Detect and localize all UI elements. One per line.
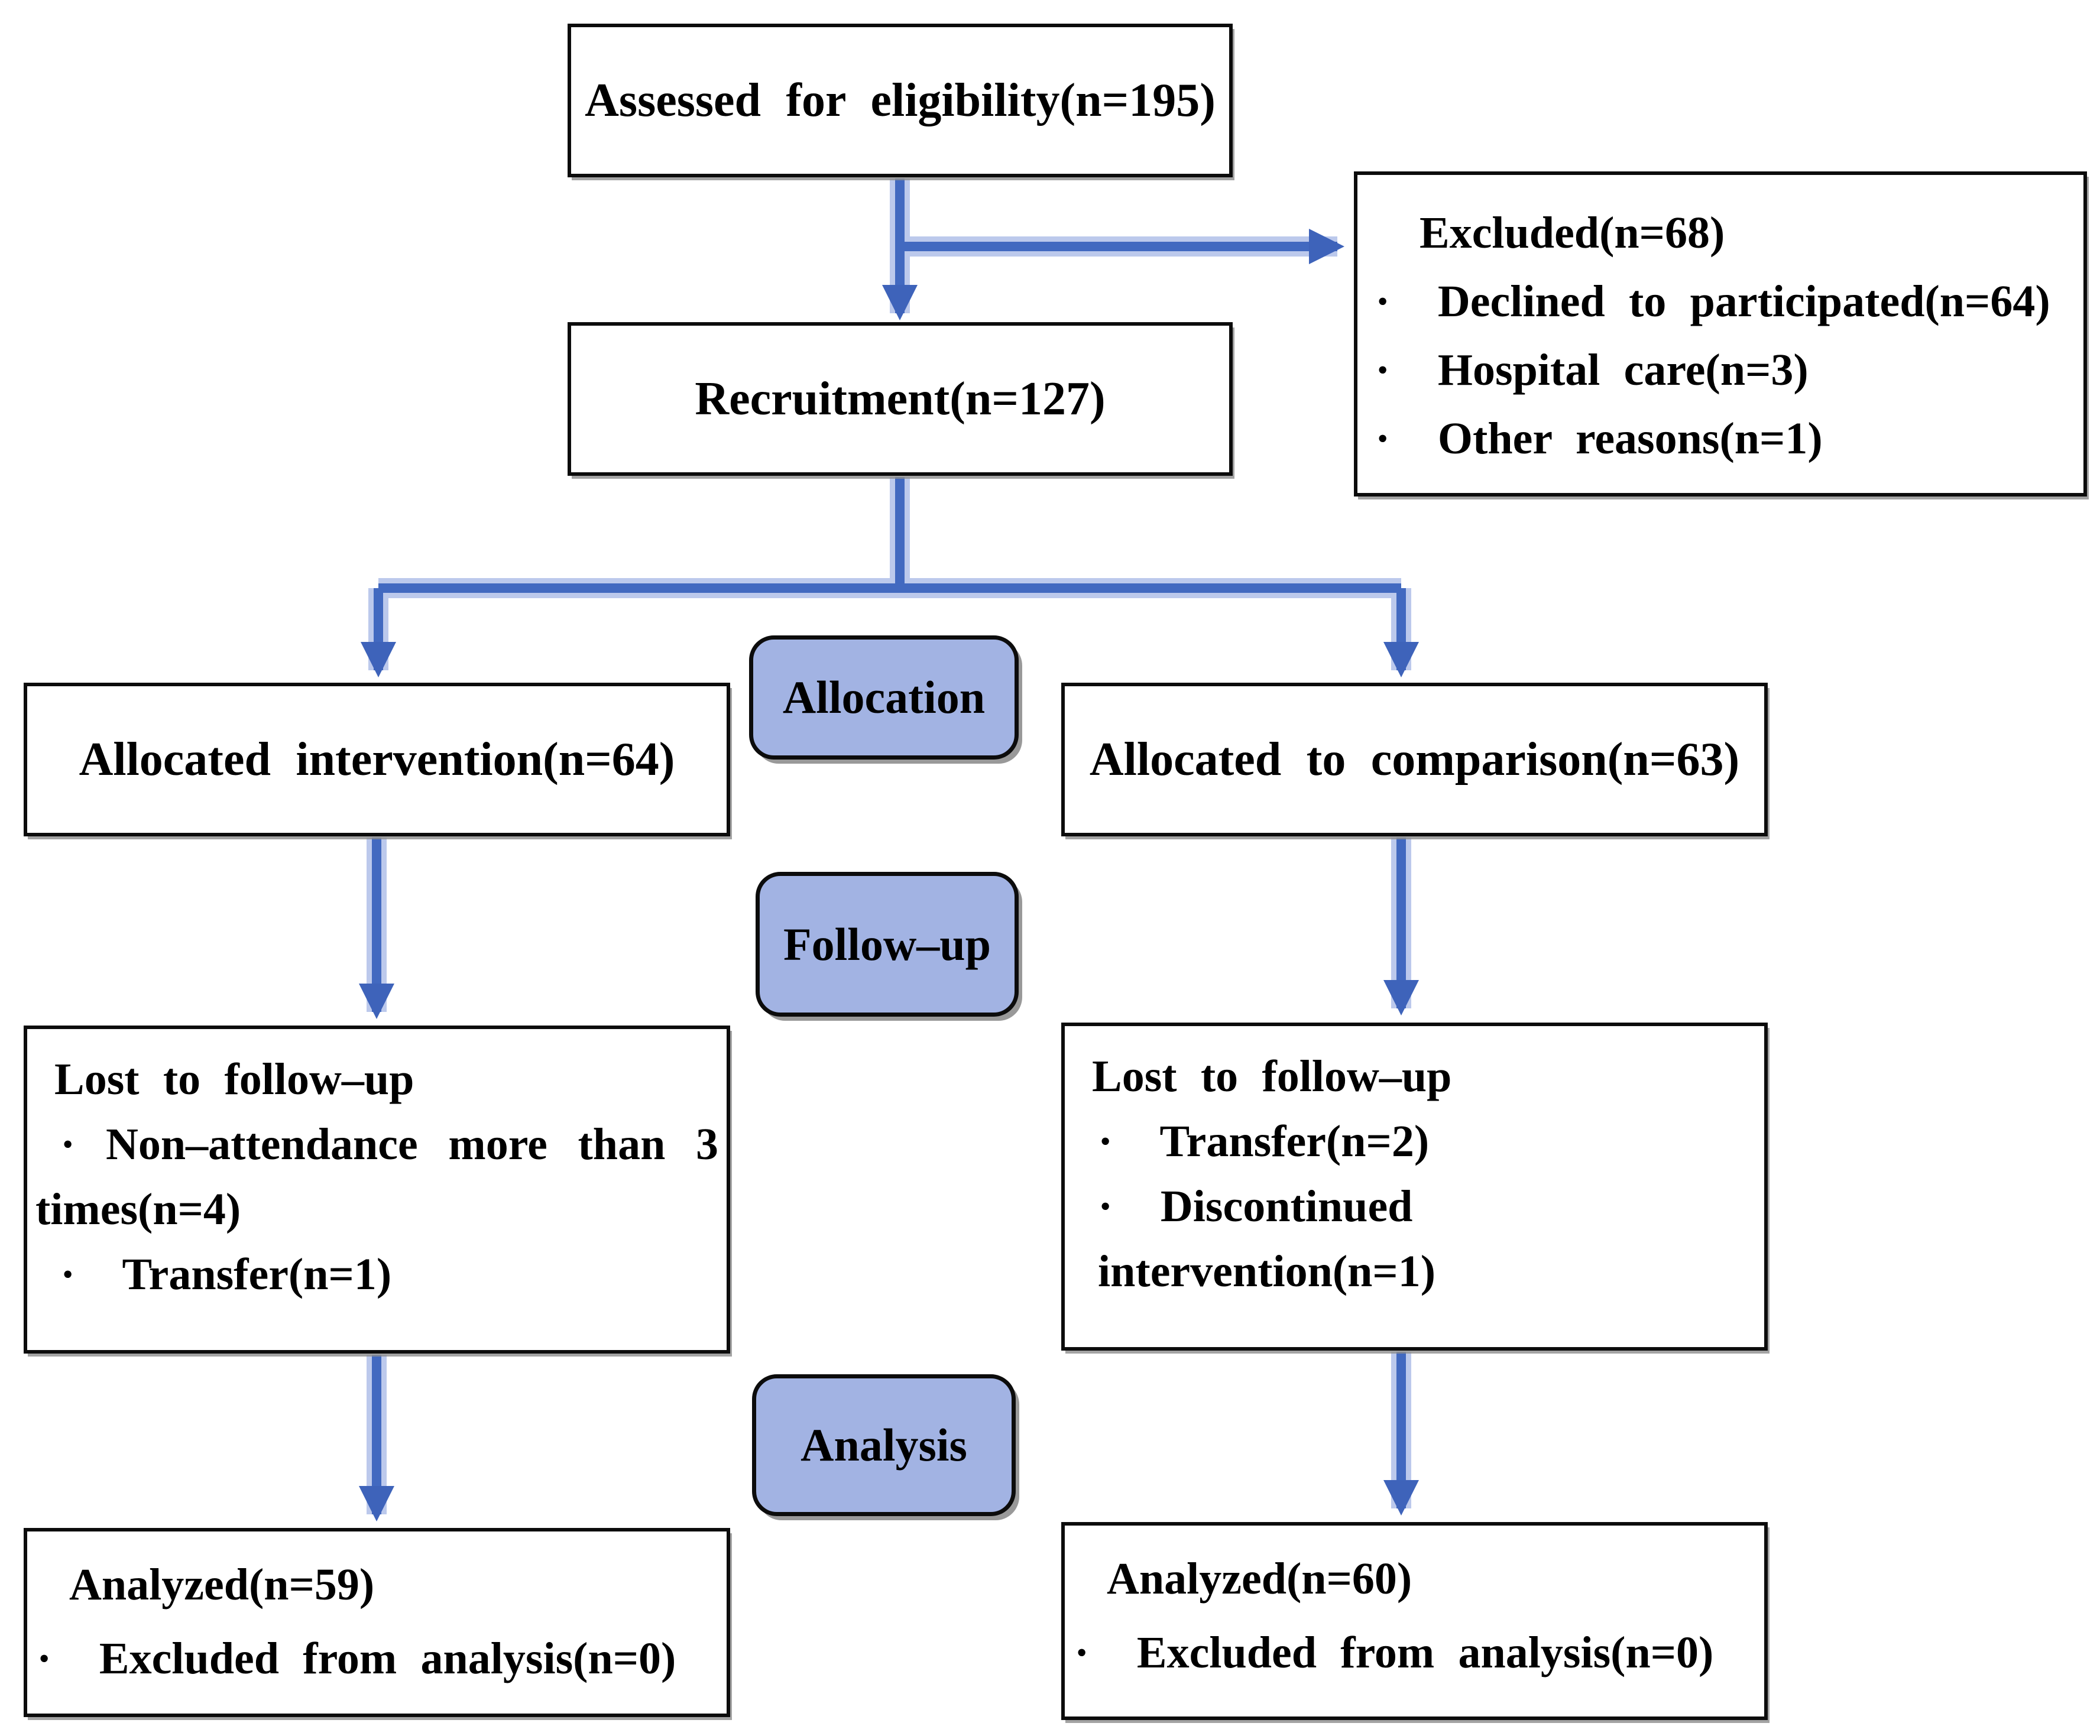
box-assessed-for-eligibility: Assessed for eligibility(n=195) [568, 24, 1233, 177]
lost-left-title: Lost to follow–up [54, 1054, 414, 1104]
excluded-item: · Declined to participated(n=64) [1375, 277, 2050, 326]
allocation-label: Allocation [782, 671, 986, 723]
follow-up-label: Follow–up [783, 918, 991, 970]
analyzed-right-item: · Excluded from analysis(n=0) [1074, 1628, 1714, 1677]
box-allocated-intervention: Allocated intervention(n=64) [24, 683, 730, 836]
badge-analysis: Analysis [752, 1374, 1016, 1516]
analyzed-right-title: Analyzed(n=60) [1107, 1554, 1412, 1604]
badge-follow-up: Follow–up [756, 872, 1019, 1017]
analyzed-left-item: · Excluded from analysis(n=0) [37, 1634, 676, 1683]
lost-right-title: Lost to follow–up [1092, 1052, 1452, 1101]
excluded-title: Excluded(n=68) [1420, 208, 1725, 258]
box-lost-followup-intervention: Lost to follow–up · Non–attendance more … [24, 1026, 730, 1354]
excluded-item: · Hospital care(n=3) [1375, 345, 1809, 395]
lost-left-item: · Non–attendance more than 3 [60, 1120, 718, 1169]
assessed-label: Assessed for eligibility(n=195) [585, 74, 1216, 126]
allocated-comparison-label: Allocated to comparison(n=63) [1089, 733, 1740, 786]
lost-right-item: · Transfer(n=2) [1098, 1117, 1430, 1166]
box-lost-followup-comparison: Lost to follow–up · Transfer(n=2) · Disc… [1061, 1023, 1768, 1351]
box-recruitment: Recruitment(n=127) [568, 322, 1233, 476]
lost-left-item-wrap: times(n=4) [35, 1185, 241, 1234]
allocated-intervention-label: Allocated intervention(n=64) [79, 733, 675, 786]
recruitment-label: Recruitment(n=127) [695, 372, 1106, 425]
box-allocated-comparison: Allocated to comparison(n=63) [1061, 683, 1768, 836]
box-excluded: Excluded(n=68) · Declined to participate… [1354, 171, 2087, 497]
lost-left-item: · Transfer(n=1) [60, 1250, 392, 1299]
box-analyzed-intervention: Analyzed(n=59) · Excluded from analysis(… [24, 1528, 730, 1717]
analyzed-left-title: Analyzed(n=59) [69, 1560, 375, 1610]
lost-right-item: · Discontinued intervention(n=1) [1098, 1182, 1437, 1296]
analysis-label: Analysis [801, 1419, 967, 1471]
badge-allocation: Allocation [749, 635, 1019, 760]
arrow-core-layer [359, 179, 1419, 1521]
box-analyzed-comparison: Analyzed(n=60) · Excluded from analysis(… [1061, 1522, 1768, 1720]
excluded-item: · Other reasons(n=1) [1375, 414, 1823, 463]
